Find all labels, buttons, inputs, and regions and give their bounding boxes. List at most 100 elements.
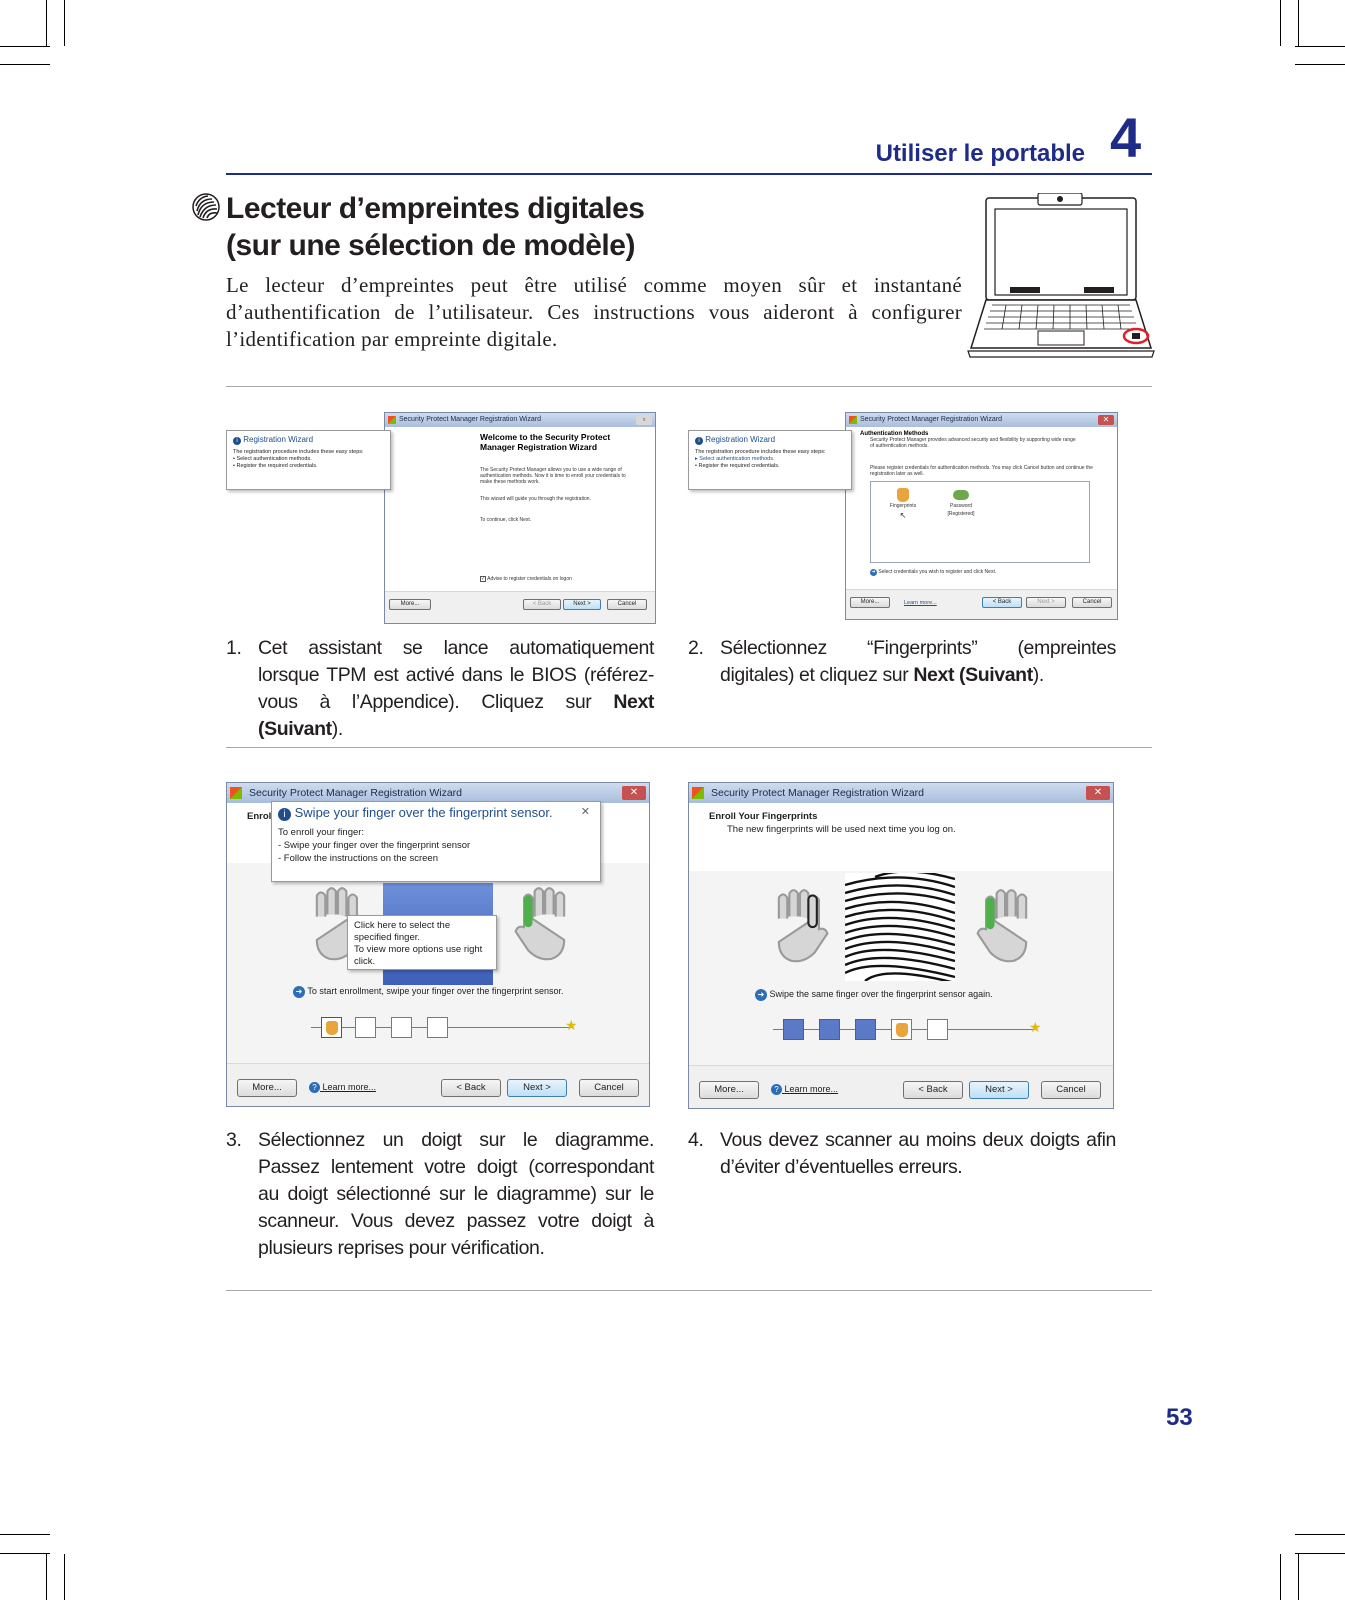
bubble-intro: The registration procedure includes thes… (233, 449, 364, 455)
cancel-button[interactable]: Cancel (607, 599, 647, 610)
wizard-window: Security Protect Manager Registration Wi… (845, 412, 1118, 620)
enroll-hint-text: To start enrollment, swipe your finger o… (307, 986, 564, 996)
learn-more-link[interactable]: Learn more... (904, 600, 937, 606)
help-icon: ? (771, 1084, 782, 1095)
crop-mark (0, 1553, 50, 1554)
progress-step-current (891, 1019, 912, 1040)
window-title: Security Protect Manager Registration Wi… (399, 416, 541, 423)
right-hand-icon (976, 889, 1028, 963)
progress-step-current (321, 1017, 342, 1038)
step-text-a: Sélectionnez “Fingerprints” (empreintes … (720, 637, 1116, 686)
fingerprint-hand-icon (897, 488, 909, 502)
step-text: Sélectionnez “Fingerprints” (empreintes … (720, 635, 1116, 689)
info-icon: i (278, 808, 291, 821)
more-button[interactable]: More... (699, 1081, 759, 1099)
fingerprints-label: Fingerprints (889, 503, 917, 509)
welcome-body-2: This wizard will guide you through the r… (480, 496, 591, 502)
page-number: 53 (1166, 1404, 1193, 1431)
step-4: 4. Vous devez scanner au moins deux doig… (688, 1127, 1116, 1181)
progress-step-done (783, 1019, 804, 1040)
step-text: Sélectionnez un doigt sur le diagramme. … (258, 1129, 654, 1259)
close-icon[interactable]: ✕ (622, 786, 646, 800)
advise-checkbox[interactable]: ✓ Advise to register credentials on logo… (480, 575, 572, 583)
welcome-title: Welcome to the Security Protect Manager … (480, 432, 611, 452)
crop-mark (0, 64, 50, 65)
crop-mark (1295, 1534, 1345, 1535)
step-number: 1. (226, 637, 242, 659)
finger-tooltip: Click here to select the specified finge… (347, 915, 497, 970)
close-icon[interactable]: ✕ (1098, 415, 1114, 425)
bubble-line: - Follow the instructions on the screen (278, 853, 438, 864)
learn-more-link[interactable]: ? Learn more... (309, 1081, 376, 1093)
bubble-title: i Swipe your finger over the fingerprint… (278, 806, 594, 821)
methods-sub: Security Protect Manager provides advanc… (870, 437, 1076, 449)
divider (226, 747, 1152, 748)
next-button[interactable]: Next > (507, 1079, 567, 1097)
close-icon[interactable]: ✕ (1086, 786, 1110, 800)
more-button[interactable]: More... (237, 1079, 297, 1097)
close-icon[interactable]: ▫ (636, 415, 652, 425)
progress-step (391, 1017, 412, 1038)
advise-checkbox-label: Advise to register credentials on logon (487, 576, 572, 582)
learn-more-text: Learn more... (784, 1084, 839, 1094)
fingerprint-scan-image (845, 873, 955, 981)
right-hand-icon (514, 887, 566, 961)
section-title: Lecteur d’empreintes digitales (sur une … (226, 190, 645, 264)
fingerprint-icon (192, 193, 220, 221)
step-text: Cet assistant se lance automatiquement l… (258, 635, 654, 743)
bubble-item: ▸ Select authentication methods. (695, 456, 775, 462)
registration-tip-bubble: i Registration Wizard The registration p… (688, 430, 852, 490)
checkbox-icon[interactable]: ✓ (480, 575, 486, 582)
learn-more-text: Learn more... (322, 1082, 377, 1092)
step-text-bold: Next (Suivant (913, 664, 1033, 686)
chapter-title: Utiliser le portable (875, 140, 1085, 167)
bubble-title: i Registration Wizard (695, 435, 845, 445)
app-logo-icon (849, 416, 857, 424)
laptop-illustration (967, 193, 1155, 358)
more-button[interactable]: More... (850, 597, 890, 608)
next-button[interactable]: Next > (563, 599, 601, 610)
cancel-button[interactable]: Cancel (579, 1079, 639, 1097)
enroll-heading: Enroll Your Fingerprints (709, 811, 818, 822)
window-titlebar: Security Protect Manager Registration Wi… (846, 413, 1117, 427)
learn-more-link[interactable]: ? Learn more... (771, 1083, 838, 1095)
next-button[interactable]: Next > (969, 1081, 1029, 1099)
bubble-item-text: Register the required credentials. (236, 463, 318, 469)
step-3: 3. Sélectionnez un doigt sur le diagramm… (226, 1127, 654, 1262)
info-icon: i (695, 437, 703, 445)
cancel-button[interactable]: Cancel (1072, 597, 1112, 608)
finger-hand-icon (325, 1021, 338, 1035)
fingerprints-option[interactable]: Fingerprints ↖ (885, 488, 921, 520)
crop-mark (1295, 46, 1345, 47)
star-icon: ★ (1029, 1019, 1042, 1035)
back-button[interactable]: < Back (441, 1079, 501, 1097)
next-button[interactable]: Next > (1026, 597, 1066, 608)
more-button[interactable]: More... (389, 599, 431, 610)
cursor-icon: ↖ (899, 511, 907, 520)
screenshot-4: Security Protect Manager Registration Wi… (688, 782, 1114, 1109)
close-icon[interactable]: ✕ (580, 806, 590, 818)
back-button[interactable]: < Back (982, 597, 1022, 608)
crop-mark (46, 1554, 47, 1600)
step-text: Vous devez scanner au moins deux doigts … (720, 1129, 1116, 1178)
crop-mark (1295, 64, 1345, 65)
progress-step (427, 1017, 448, 1038)
back-button[interactable]: < Back (523, 599, 561, 610)
window-titlebar: Security Protect Manager Registration Wi… (385, 413, 655, 427)
crop-mark (1280, 0, 1281, 46)
step-text-a: Cet assistant se lance automatiquement l… (258, 637, 654, 713)
key-icon (953, 490, 969, 500)
progress-step-done (819, 1019, 840, 1040)
wizard-window: Security Protect Manager Registration Wi… (384, 412, 656, 624)
button-bar (846, 589, 1117, 619)
password-label: Password [Registered] (947, 503, 975, 517)
crop-mark (1280, 1554, 1281, 1600)
password-option[interactable]: Password [Registered] (943, 488, 979, 518)
methods-heading: Authentication Methods (860, 431, 929, 437)
cancel-button[interactable]: Cancel (1041, 1081, 1101, 1099)
bubble-item-text: Register the required credentials. (698, 463, 780, 469)
select-hint-text: Select credentials you wish to register … (878, 569, 997, 575)
enroll-sub: The new fingerprints will be used next t… (727, 824, 956, 835)
header-panel (689, 803, 1113, 871)
back-button[interactable]: < Back (903, 1081, 963, 1099)
